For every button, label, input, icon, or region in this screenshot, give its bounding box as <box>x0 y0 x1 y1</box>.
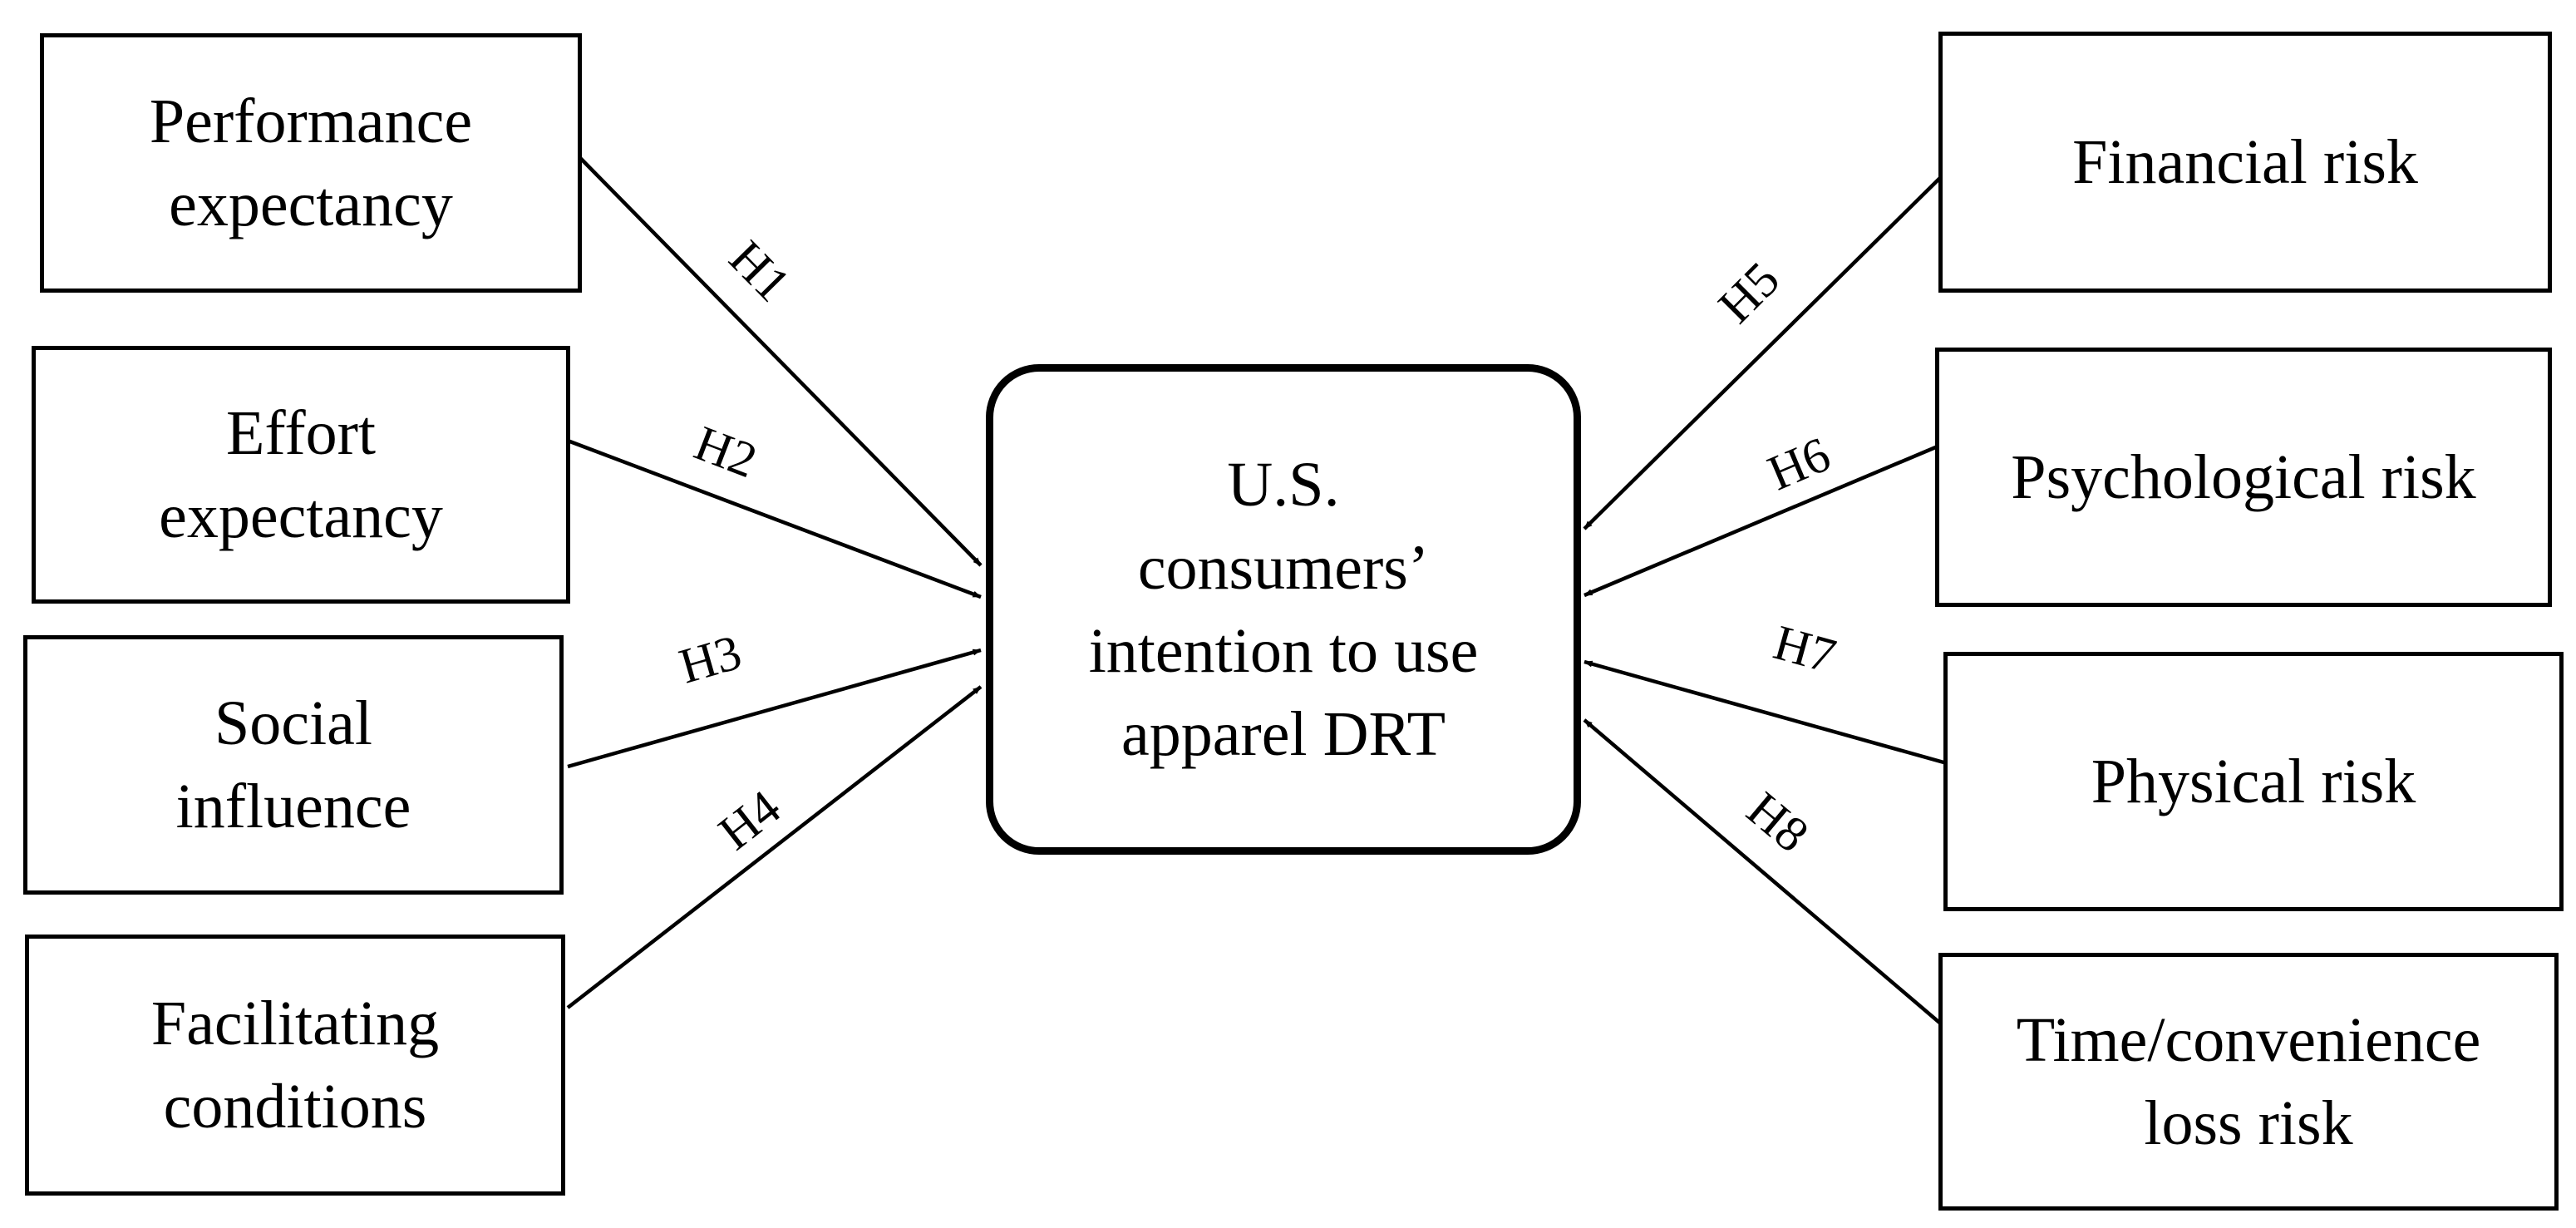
arrow-h1 <box>579 156 983 567</box>
arrow-h8 <box>1583 718 1945 1028</box>
construct-label-line: Performance <box>149 86 473 156</box>
label-h2: H2 <box>687 415 764 488</box>
label-h1: H1 <box>719 230 800 313</box>
center-label-line: apparel DRT <box>1121 699 1446 769</box>
construct-label-line: Facilitating <box>150 989 440 1058</box>
construct-label-line: loss risk <box>2144 1088 2353 1158</box>
construct-label-line: Effort <box>225 398 377 468</box>
label-h5: H5 <box>1708 252 1790 334</box>
construct-label-line: conditions <box>163 1072 427 1142</box>
label-h8: H8 <box>1737 782 1820 863</box>
construct-intention-to-use: U.S. consumers’ intention to use apparel… <box>986 364 1581 855</box>
construct-label-line: Time/convenience <box>2016 1005 2481 1075</box>
construct-psychological-risk: Psychological risk <box>1935 348 2552 607</box>
construct-label-line: influence <box>175 772 411 841</box>
label-h3: H3 <box>673 624 747 694</box>
construct-label-line: Psychological risk <box>2011 442 2476 512</box>
construct-facilitating-conditions: Facilitating conditions <box>25 935 565 1196</box>
arrow-h6 <box>1584 441 1944 598</box>
arrow-h7 <box>1584 659 1948 766</box>
arrow-h3 <box>567 648 982 769</box>
arrow-h2 <box>567 438 982 599</box>
label-h6: H6 <box>1761 427 1838 501</box>
center-label-line: consumers’ <box>1137 533 1430 603</box>
arrow-h4 <box>566 685 983 1009</box>
construct-time-convenience-loss-risk: Time/convenience loss risk <box>1938 953 2559 1211</box>
arrow-h5 <box>1583 173 1945 530</box>
construct-physical-risk: Physical risk <box>1943 652 2564 911</box>
construct-social-influence: Social influence <box>23 635 564 895</box>
label-h7: H7 <box>1768 614 1841 683</box>
construct-effort-expectancy: Effort expectancy <box>32 346 570 604</box>
center-label-line: U.S. <box>1227 450 1340 520</box>
construct-performance-expectancy: Performance expectancy <box>40 33 582 293</box>
construct-label-line: Physical risk <box>2091 747 2416 816</box>
construct-label-line: expectancy <box>159 481 443 551</box>
center-label-line: intention to use <box>1088 616 1479 686</box>
construct-financial-risk: Financial risk <box>1938 32 2552 293</box>
construct-label-line: expectancy <box>169 170 453 239</box>
construct-label-line: Financial risk <box>2072 127 2418 197</box>
construct-label-line: Social <box>214 688 372 758</box>
label-h4: H4 <box>708 780 790 861</box>
